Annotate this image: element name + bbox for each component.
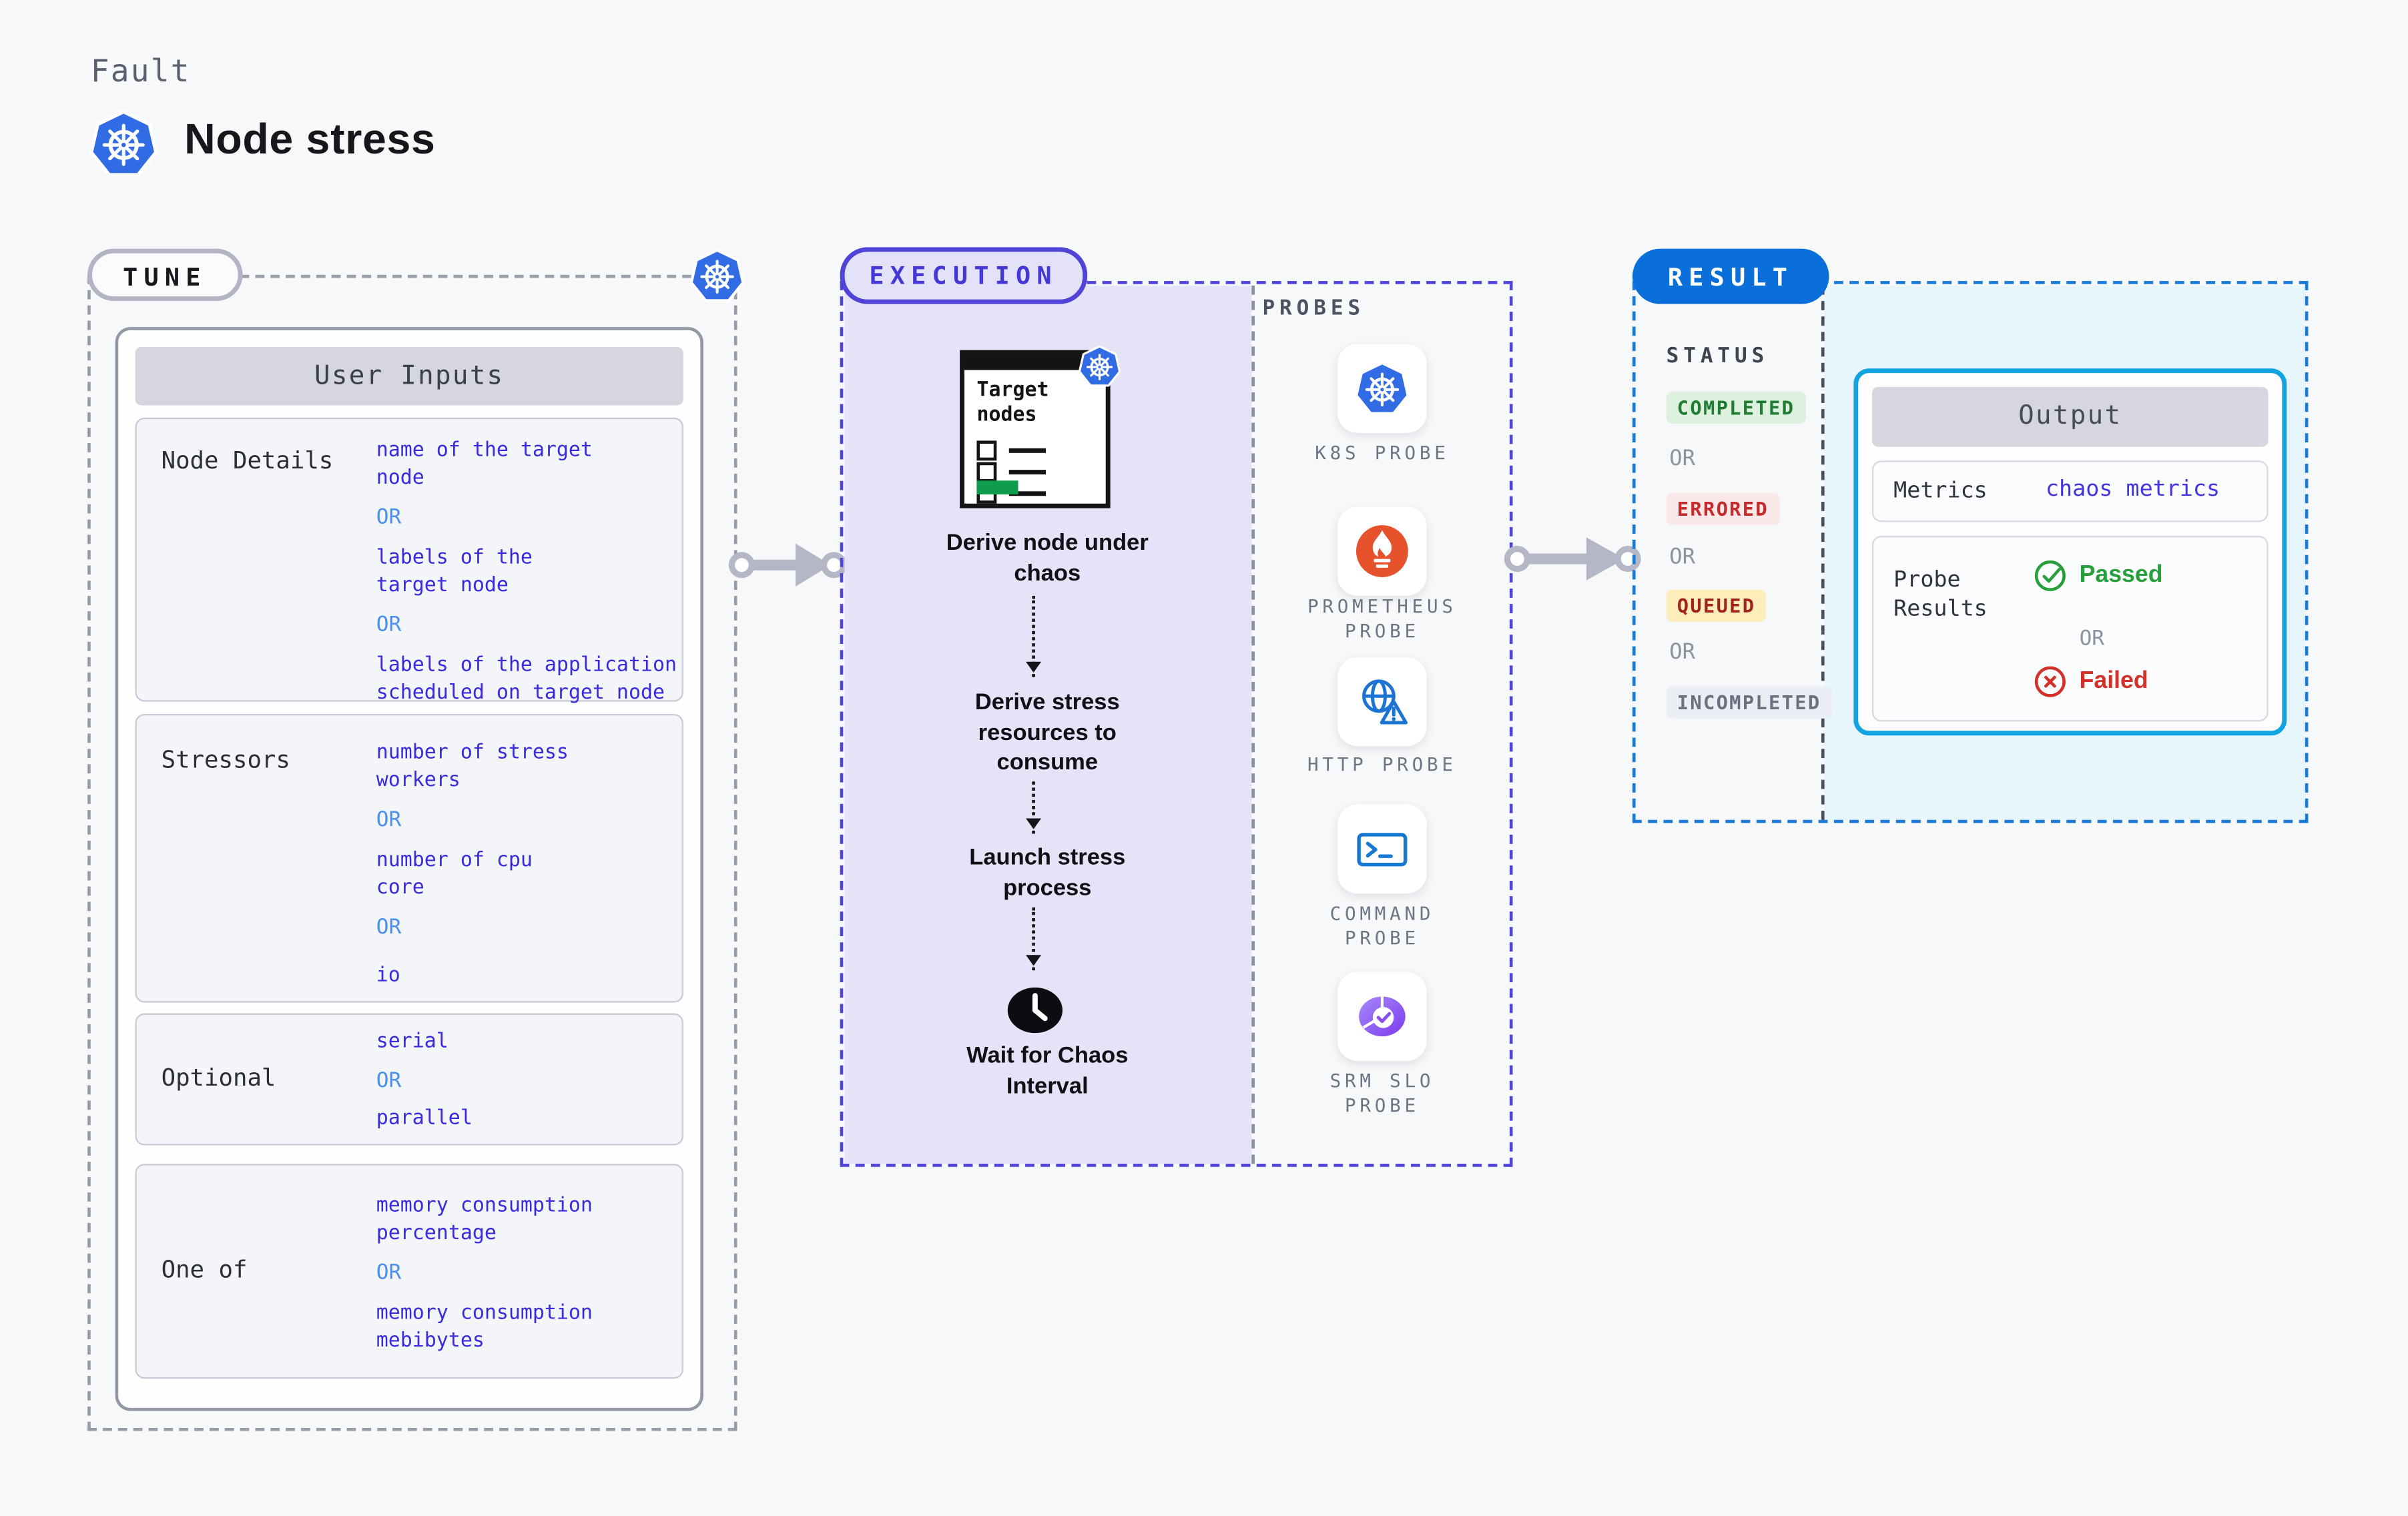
- line-glyph: [1008, 448, 1046, 453]
- probes-divider: [1251, 284, 1255, 1164]
- table-row-one-of: One of memory consumption percentage OR …: [135, 1164, 683, 1379]
- or-separator: OR: [376, 1260, 402, 1285]
- page-title: Node stress: [184, 115, 436, 163]
- status-badge-completed: COMPLETED: [1666, 391, 1806, 424]
- user-inputs-table: User Inputs Node Details name of the tar…: [115, 327, 703, 1411]
- fault-eyebrow: Fault: [90, 52, 191, 89]
- or-separator: OR: [1669, 544, 1696, 570]
- metrics-value: chaos metrics: [2045, 477, 2220, 502]
- or-separator: OR: [376, 1068, 402, 1094]
- probe-results-label: Probe Results: [1893, 568, 1988, 622]
- row-value: serial: [376, 1030, 448, 1054]
- flow-step-derive-stress: Derive stress resources to consume: [974, 689, 1120, 776]
- or-separator: OR: [376, 613, 402, 637]
- status-header: STATUS: [1666, 344, 1769, 369]
- passed-label: Passed: [2079, 562, 2163, 589]
- checkbox-row: [976, 434, 1046, 461]
- clock-icon: [1006, 986, 1064, 1035]
- or-separator: OR: [1669, 446, 1696, 472]
- table-row-optional: Optional serial OR parallel: [135, 1013, 683, 1146]
- or-separator: OR: [1669, 640, 1696, 665]
- probe-label: K8S PROBE: [1315, 442, 1450, 464]
- row-value: io: [376, 964, 400, 988]
- check-circle-icon: [2034, 559, 2068, 593]
- row-value: memory consumption mebibytes: [376, 1302, 593, 1353]
- output-header: Output: [1871, 386, 2269, 447]
- clipboard-top-bar: [964, 354, 1106, 370]
- x-circle-icon: [2034, 665, 2068, 699]
- or-separator: OR: [376, 807, 402, 833]
- kubernetes-icon: [1078, 344, 1121, 388]
- passed-result: Passed: [2034, 559, 2163, 593]
- http-globe-warning-icon: [1354, 674, 1410, 729]
- row-value: labels of the application scheduled on t…: [376, 654, 677, 705]
- probes-header: PROBES: [1262, 296, 1366, 321]
- flow-arrow: [1504, 537, 1641, 581]
- execution-section: [840, 281, 1513, 1167]
- tune-badge: TUNE: [87, 248, 242, 301]
- table-row-stressors: Stressors number of stress workers OR nu…: [135, 713, 683, 1003]
- clipboard-title: Target nodes: [976, 379, 1049, 427]
- user-inputs-header: User Inputs: [135, 347, 683, 406]
- result-badge: RESULT: [1632, 248, 1829, 304]
- row-value: labels of the target node: [376, 546, 533, 598]
- probe-card-prometheus: [1337, 506, 1427, 596]
- dotted-arrow-down: [1025, 907, 1041, 971]
- line-glyph: [1008, 491, 1046, 496]
- dotted-arrow-down: [1025, 595, 1041, 677]
- flow-arrow: [728, 543, 848, 587]
- output-card: Output Metrics chaos metrics Probe Resul…: [1853, 368, 2287, 736]
- probe-card-command: [1337, 804, 1427, 894]
- flow-step-wait-interval: Wait for Chaos Interval: [966, 1042, 1129, 1099]
- row-label: One of: [161, 1256, 248, 1284]
- kubernetes-icon: [1354, 361, 1410, 416]
- flow-step-derive-node: Derive node under chaos: [946, 529, 1149, 586]
- probe-results-row: Probe Results Passed OR Failed: [1871, 536, 2269, 722]
- checkbox-row: [976, 456, 1046, 482]
- execution-badge: EXECUTION: [840, 247, 1087, 304]
- progress-bar: [976, 480, 1018, 494]
- kubernetes-icon: [689, 247, 745, 304]
- probe-card-k8s: [1337, 344, 1427, 433]
- probe-label: PROMETHEUS PROBE: [1307, 595, 1457, 642]
- table-row-node-details: Node Details name of the target node OR …: [135, 417, 683, 705]
- failed-label: Failed: [2079, 667, 2148, 695]
- metrics-label: Metrics: [1893, 478, 1988, 504]
- tune-section: [87, 274, 737, 1431]
- status-divider: [1821, 284, 1825, 819]
- or-separator: OR: [376, 505, 402, 530]
- probe-label: COMMAND PROBE: [1329, 902, 1435, 950]
- flow-step-launch-stress: Launch stress process: [969, 844, 1126, 901]
- probe-label: HTTP PROBE: [1307, 753, 1457, 776]
- row-label: Stressors: [161, 746, 290, 774]
- terminal-icon: [1354, 821, 1410, 877]
- row-label: Optional: [161, 1064, 276, 1092]
- row-value: number of stress workers: [376, 741, 569, 793]
- or-separator: OR: [2079, 626, 2105, 651]
- row-value: parallel: [376, 1107, 473, 1130]
- failed-result: Failed: [2034, 665, 2148, 699]
- probe-card-srm-slo: [1337, 972, 1427, 1062]
- row-value: memory consumption percentage: [376, 1194, 593, 1246]
- checkbox-icon: [976, 440, 997, 461]
- dotted-arrow-down: [1025, 781, 1041, 834]
- probe-label: SRM SLO PROBE: [1329, 1070, 1435, 1116]
- prometheus-icon: [1354, 524, 1410, 579]
- row-value: name of the target node: [376, 439, 593, 490]
- status-badge-errored: ERRORED: [1666, 492, 1780, 525]
- target-nodes-clipboard: Target nodes: [960, 350, 1111, 508]
- slo-pie-check-icon: [1354, 989, 1410, 1044]
- result-section: [1632, 281, 2309, 823]
- or-separator: OR: [376, 915, 402, 940]
- kubernetes-icon: [89, 107, 158, 179]
- status-badge-queued: QUEUED: [1666, 589, 1767, 622]
- line-glyph: [1008, 470, 1046, 474]
- metrics-row: Metrics chaos metrics: [1871, 460, 2269, 522]
- status-badge-incompleted: INCOMPLETED: [1666, 686, 1832, 719]
- probe-card-http: [1337, 657, 1427, 747]
- row-value: number of cpu core: [376, 849, 533, 900]
- row-label: Node Details: [161, 446, 334, 475]
